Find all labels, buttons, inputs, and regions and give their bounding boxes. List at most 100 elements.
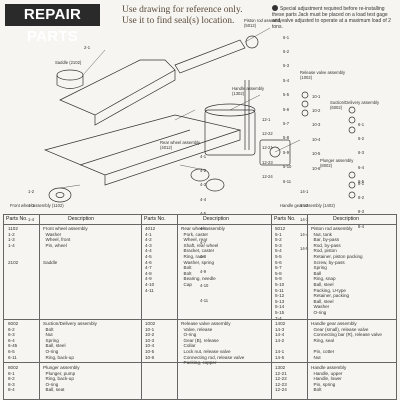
rear-part-numbers: 4-1 4-2 4-3 4-4 4-5 4-6 4-7 4-8 4-9 4-10… — [200, 145, 208, 308]
parts-table: Parts No. Description Parts No. Descript… — [3, 214, 397, 400]
table-col-rule — [39, 214, 40, 400]
block3-col1-desc: Plunger assembly Plunger, pump Ring, bac… — [43, 365, 80, 393]
handle-num: 12-22 — [262, 130, 273, 136]
cylinder-top — [204, 103, 256, 117]
seal-9 — [348, 191, 356, 199]
suction-num: 6-4 — [358, 164, 365, 170]
front-wheel-hub — [55, 192, 65, 198]
piston-num: 5-9 — [283, 149, 290, 155]
pump-port — [269, 146, 281, 158]
release-part-numbers: 10-1 10-2 10-3 10-4 10-5 10-6 — [312, 85, 320, 176]
rear-num: 4-5 — [200, 211, 208, 217]
table-col-rule — [141, 214, 142, 400]
rear-num: 4-4 — [200, 196, 207, 202]
rear-num: 4-11 — [200, 297, 209, 303]
saddle-body — [56, 75, 84, 89]
block1-col2-parts: 4012 4-1 4-2 4-3 4-4 4-5 4-6 4-7 4-8 4-9… — [145, 226, 156, 293]
seal-8 — [348, 181, 356, 189]
piston-head — [245, 35, 259, 49]
seal-4 — [348, 106, 356, 114]
release-num: 10-6 — [312, 165, 321, 171]
plunger-num: 8-3 — [358, 209, 365, 215]
gear-num: 14-3 — [300, 217, 309, 223]
instruction-line-2: Use it to find seal(s) location. — [122, 16, 235, 26]
piston-num: 5-1 — [283, 34, 290, 40]
rear-num: 4-3 — [200, 182, 207, 188]
parts-diagram — [43, 27, 356, 203]
handle-num: 12-21 — [262, 145, 273, 151]
table-block-rule-1 — [3, 319, 397, 320]
page-title: REPAIR PARTS — [5, 4, 100, 45]
rear-num: 4-9 — [200, 268, 207, 274]
piston-num: 5-3 — [283, 63, 290, 69]
handle-part-numbers: 12-1 12-22 12-21 12-23 12-24 — [262, 108, 273, 185]
block3-col3-parts: 1302 12-21 12-22 12-23 12-24 — [275, 365, 287, 393]
rear-num: 4-1 — [200, 153, 207, 159]
front-part-numbers: 1-2 1-3 1-4 — [28, 180, 34, 228]
handle-assembly-label: Handle assembly (1302) — [232, 86, 265, 96]
release-num: 10-3 — [312, 122, 321, 128]
instructions: Use drawing for reference only. Use it t… — [122, 5, 272, 27]
cylinder-block — [204, 109, 256, 156]
gear-num: 14-1 — [300, 188, 309, 194]
saddle-label: Saddle (2102) — [55, 60, 82, 65]
front-wheel — [48, 187, 72, 203]
suction-delivery-label: Suction/Delivery assembly (6002) — [330, 100, 380, 110]
block1-col3-desc: Piston rod assembly Nut, tank Bar, by-pa… — [311, 226, 363, 315]
table-right-border — [396, 214, 397, 400]
block2-col3-desc: Handle gear assembly Gear (small), relea… — [311, 321, 382, 360]
piston-rod — [174, 39, 246, 74]
block3-col3-desc: Handle assembly Handle, upper Handle, lo… — [311, 365, 347, 393]
col-header-description: Description — [68, 216, 94, 222]
table-header-rule — [3, 224, 397, 225]
block3-col1-parts: 8002 8-1 8-2 8-3 8-4 — [8, 365, 19, 393]
handle-num: 12-24 — [262, 174, 273, 180]
piston-rod-label: Piston rod assembly (5012) — [244, 18, 282, 28]
block1-col3-parts: 5012 5-1 5-2 5-3 5-4 5-5 5-6 5-7 5-8 5-9… — [275, 226, 286, 321]
leader-lines — [59, 27, 301, 189]
handle-num: 12-1 — [262, 116, 271, 122]
special-adjustment-text: Special adjustment required before re-in… — [272, 6, 391, 30]
handle-rod — [244, 80, 250, 150]
plunger-num: 8-4 — [358, 223, 365, 229]
plunger-label: Plunger assembly (8002) — [320, 158, 354, 168]
seal-1 — [301, 91, 309, 99]
release-num: 10-2 — [312, 107, 321, 113]
pump-body — [259, 139, 291, 166]
frame-right — [104, 130, 241, 186]
frame-bar — [79, 129, 191, 166]
block2-col1-parts: 6002 6-2 6-3 6-4 6-45 6-5 6-11 — [8, 321, 19, 360]
lift-arm — [59, 59, 176, 116]
block2-col2-desc: Release valve assembly Valve, release O-… — [181, 321, 245, 366]
release-num: 10-1 — [312, 93, 321, 99]
rear-num: 4-7 — [200, 239, 207, 245]
suction-num: 6-2 — [358, 135, 365, 141]
front-wheel-label: Front wheel assembly (1102) — [10, 203, 64, 208]
special-adjustment-icon — [272, 5, 278, 11]
table-col-rule — [307, 214, 308, 400]
piston-num: 5-6 — [283, 106, 290, 112]
piston-num: 5-10 — [283, 164, 292, 170]
piston-num: 5-8 — [283, 135, 290, 141]
col-header-parts-no: Parts No. — [274, 216, 296, 222]
special-adjustment-note: Special adjustment required before re-in… — [272, 5, 397, 30]
saddle-part — [56, 69, 84, 81]
suction-num: 6-5 — [358, 179, 365, 185]
suction-part-numbers: 6-1 6-2 6-3 6-4 6-5 — [358, 113, 364, 190]
piston-num: 5-11 — [283, 178, 292, 184]
rear-num: 4-10 — [200, 283, 209, 289]
table-col-rule — [177, 214, 178, 400]
gear-num: 14-5 — [300, 246, 309, 252]
table-top-border — [3, 214, 397, 215]
front-num: 1-4 — [28, 217, 35, 223]
front-num: 1-3 — [28, 202, 35, 208]
piston-num: 5-2 — [283, 48, 290, 54]
piston-num: 5-5 — [283, 92, 290, 98]
block1-col1-parts: 1102 1-2 1-3 1-4 2102 — [8, 226, 19, 265]
block2-col2-parts: 1002 10-1 10-2 10-3 10-4 10-5 10-6 — [145, 321, 156, 360]
seal-5 — [348, 116, 356, 124]
rear-wheel-label: Rear wheel assembly (4012) — [160, 140, 201, 150]
lift-arm-side — [94, 70, 176, 126]
seal-2 — [301, 100, 309, 108]
block2-col3-parts: 1402 14-3 14-4 14-2 14-1 14-5 — [275, 321, 286, 360]
